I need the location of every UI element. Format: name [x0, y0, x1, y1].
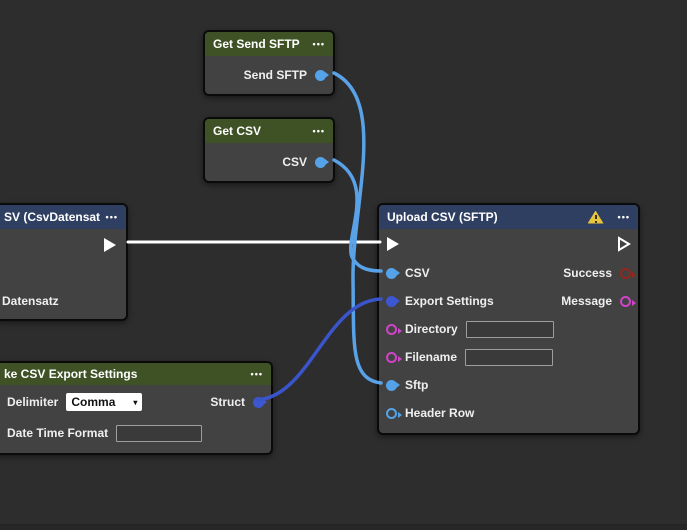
- port-label: Message: [561, 294, 612, 308]
- port-label: CSV: [282, 155, 307, 169]
- port-csv-input[interactable]: [386, 267, 400, 279]
- port-struct-output[interactable]: [253, 396, 267, 408]
- port-label: Export Settings: [405, 294, 494, 308]
- port-label: Header Row: [405, 406, 475, 420]
- node-header[interactable]: Upload CSV (SFTP) •••: [379, 205, 638, 229]
- node-menu-icon[interactable]: •••: [617, 212, 630, 222]
- port-message-output[interactable]: [620, 295, 636, 307]
- node-get-csv[interactable]: Get CSV ••• CSV: [203, 117, 335, 183]
- node-title: Upload CSV (SFTP): [387, 210, 498, 224]
- port-label: Send SFTP: [243, 68, 307, 82]
- port-label: Filename: [405, 350, 458, 364]
- date-time-format-field[interactable]: [116, 424, 203, 442]
- port-export-settings-input[interactable]: [386, 295, 400, 307]
- port-label-datensatz: Datensatz: [2, 294, 59, 308]
- delimiter-select[interactable]: Comma ▾: [66, 393, 143, 411]
- port-label: CSV: [405, 266, 430, 280]
- port-success-output[interactable]: [620, 267, 636, 279]
- port-sftp-input[interactable]: [386, 379, 400, 391]
- node-title: ke CSV Export Settings: [4, 367, 138, 381]
- node-menu-icon[interactable]: •••: [312, 126, 325, 136]
- chevron-down-icon: ▾: [133, 397, 138, 407]
- wire-csv-to-csv[interactable]: [332, 158, 383, 273]
- port-header-row-input[interactable]: [386, 407, 402, 419]
- port-label: Directory: [405, 322, 458, 336]
- node-menu-icon[interactable]: •••: [105, 212, 118, 222]
- port-csv-output[interactable]: [315, 156, 329, 168]
- port-filename-input[interactable]: [386, 351, 402, 363]
- node-title: SV (CsvDatensatz): [4, 210, 100, 224]
- node-header[interactable]: ke CSV Export Settings •••: [0, 363, 271, 385]
- canvas-bottom-edge: [0, 524, 687, 530]
- port-directory-input[interactable]: [386, 323, 402, 335]
- port-send-sftp-output[interactable]: [315, 69, 329, 81]
- wire-sendsftp-to-sftp[interactable]: [332, 71, 383, 385]
- node-header[interactable]: SV (CsvDatensatz) •••: [0, 205, 126, 229]
- exec-input-port[interactable]: [386, 236, 400, 252]
- field-label: Date Time Format: [7, 426, 109, 440]
- wire-struct-to-exportsettings[interactable]: [254, 297, 383, 402]
- node-header[interactable]: Get CSV •••: [205, 119, 333, 143]
- warning-icon[interactable]: [587, 210, 604, 224]
- port-label: Success: [563, 266, 612, 280]
- delimiter-selected-value: Comma: [71, 395, 116, 409]
- node-get-send-sftp[interactable]: Get Send SFTP ••• Send SFTP: [203, 30, 335, 96]
- node-make-csv-export-settings[interactable]: ke CSV Export Settings ••• Delimiter Com…: [0, 361, 273, 455]
- node-title: Get Send SFTP: [213, 37, 300, 51]
- node-menu-icon[interactable]: •••: [250, 369, 263, 379]
- node-csv-csvdatensatz[interactable]: SV (CsvDatensatz) ••• Datensatz: [0, 203, 128, 321]
- field-label: Delimiter: [7, 395, 59, 409]
- node-upload-csv-sftp[interactable]: Upload CSV (SFTP) ••• CSV Success: [377, 203, 640, 435]
- filename-field[interactable]: [465, 348, 554, 366]
- exec-output-port[interactable]: [617, 236, 631, 252]
- node-menu-icon[interactable]: •••: [312, 39, 325, 49]
- directory-field[interactable]: [465, 320, 554, 338]
- port-label: Struct: [210, 395, 245, 409]
- node-title: Get CSV: [213, 124, 262, 138]
- port-label: Sftp: [405, 378, 429, 392]
- exec-output-port[interactable]: [103, 237, 117, 253]
- node-header[interactable]: Get Send SFTP •••: [205, 32, 333, 56]
